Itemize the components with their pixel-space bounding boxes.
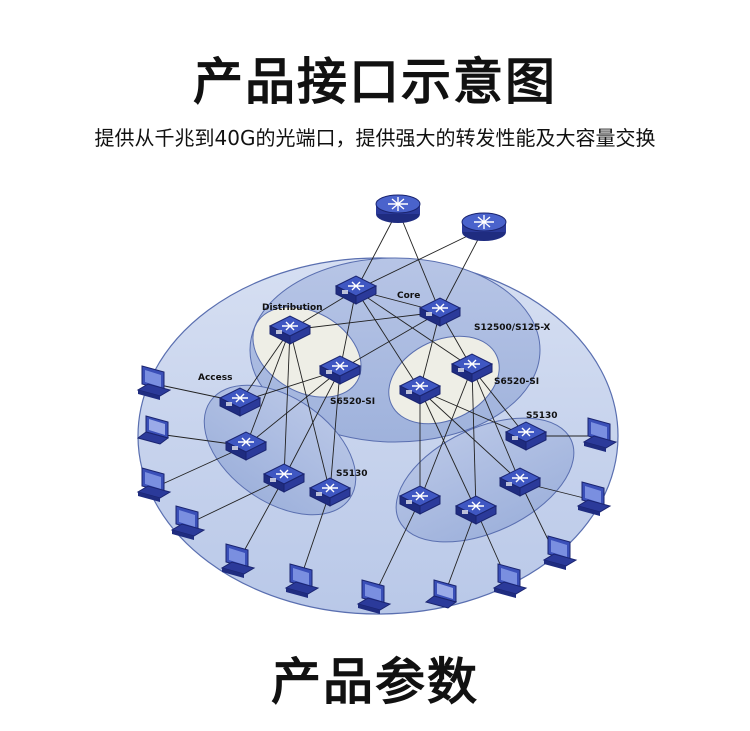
label-s5130-left: S5130 xyxy=(336,469,368,479)
label-s5130-right: S5130 xyxy=(526,411,558,421)
page-subtitle: 提供从千兆到40G的光端口，提供强大的转发性能及大容量交换 xyxy=(94,126,656,150)
router-icon xyxy=(375,194,421,224)
label-access: Access xyxy=(198,373,232,383)
section-title-product-params: 产品参数 xyxy=(271,653,479,711)
label-s6520-left: S6520-SI xyxy=(330,397,375,407)
label-distribution: Distribution xyxy=(262,303,323,313)
label-core-model: S12500/S125-X xyxy=(474,323,550,333)
page-title: 产品接口示意图 xyxy=(193,53,557,111)
label-core: Core xyxy=(397,291,420,301)
router-icon xyxy=(461,212,507,242)
label-s6520-right: S6520-SI xyxy=(494,377,539,387)
